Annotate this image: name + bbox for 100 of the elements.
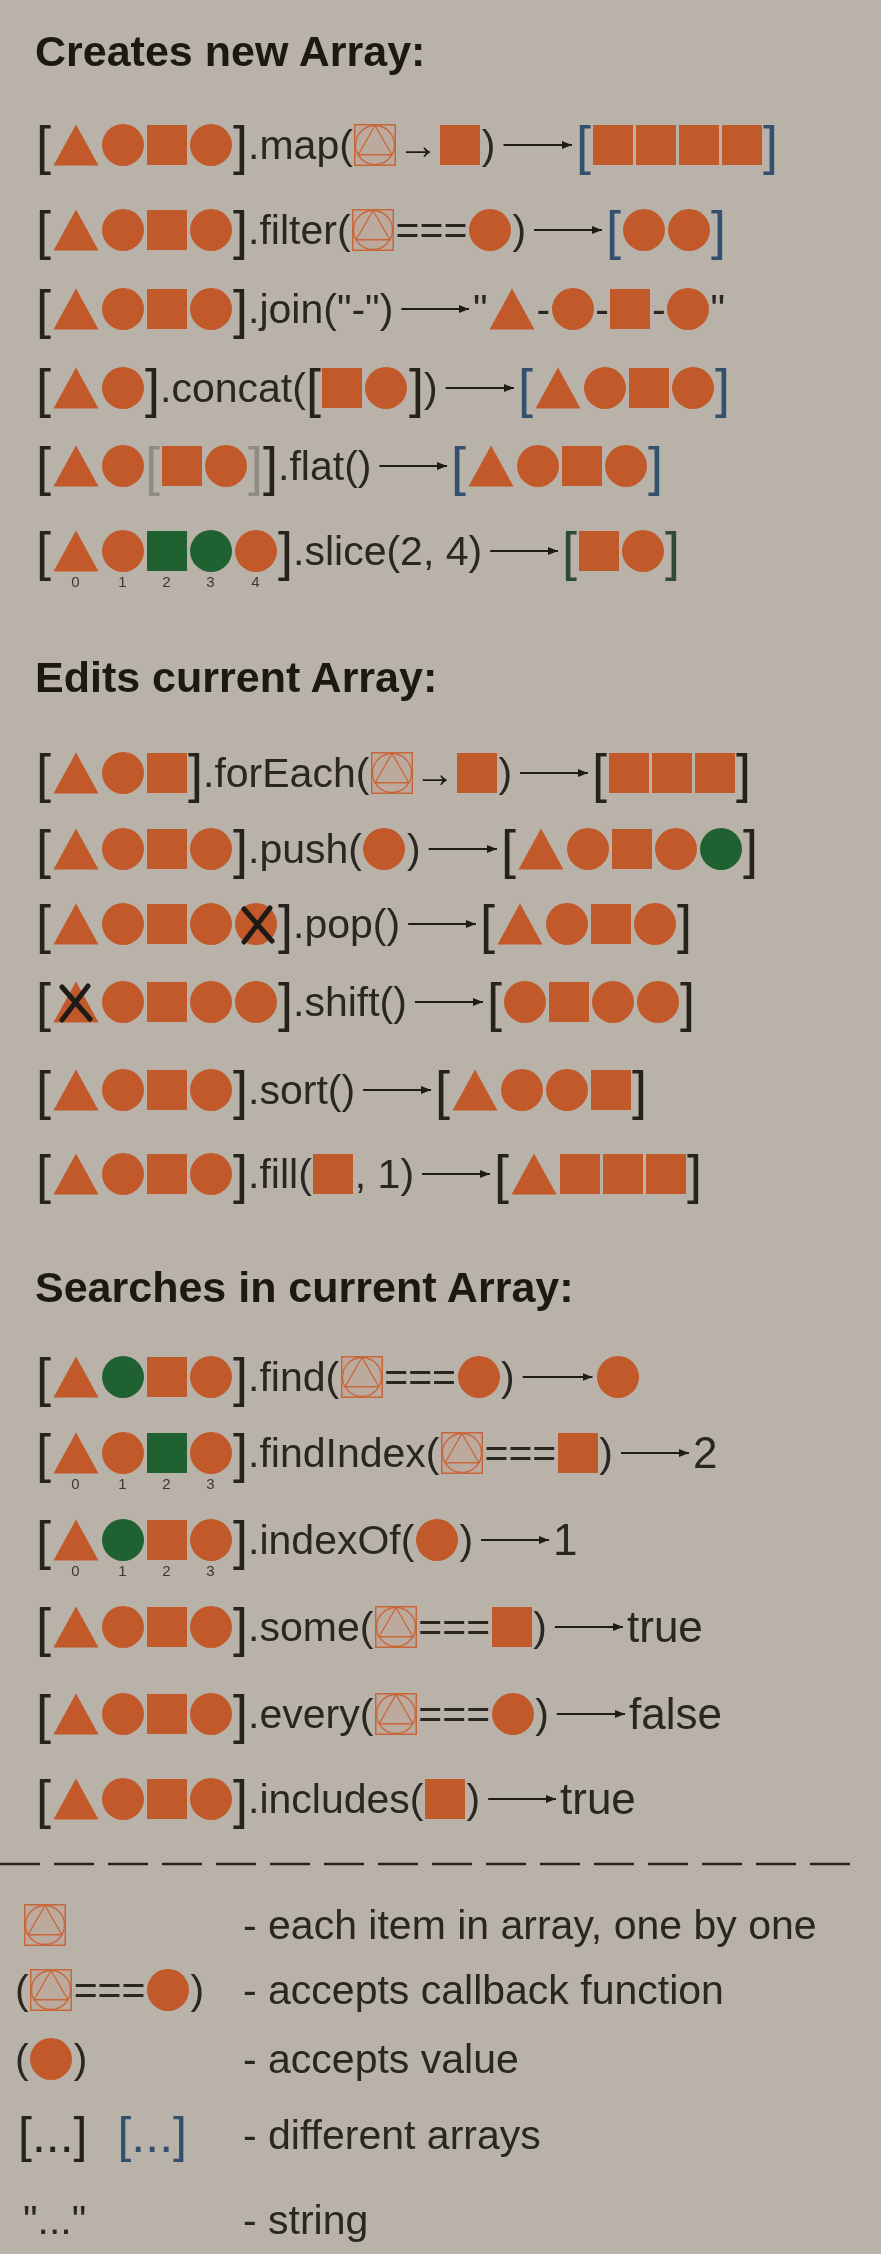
array-notation: [...] [117, 2107, 187, 2163]
parenthesis: ) [407, 825, 421, 873]
result-value: 1 [553, 1515, 578, 1565]
square-bracket: ] [188, 745, 204, 801]
index-number: 0 [71, 1475, 80, 1492]
legend-text: - different arrays [243, 2111, 541, 2159]
parenthesis: ) [599, 1429, 613, 1477]
index-number: 4 [251, 573, 260, 590]
parenthesis: ( [15, 2035, 29, 2083]
square-bracket: [ [36, 117, 51, 173]
square-bracket: [ [36, 1425, 51, 1481]
index-number: 2 [162, 1562, 171, 1579]
square-bracket: ] [233, 1349, 249, 1405]
equality-operator: === [395, 206, 468, 254]
arrow [480, 1536, 550, 1544]
index-number: 1 [118, 573, 127, 590]
square-bracket: [ [36, 1771, 51, 1827]
index-number: 2 [162, 1475, 171, 1492]
circle-icon [596, 1356, 639, 1398]
arrow [620, 1449, 690, 1457]
result-value: false [629, 1689, 722, 1739]
square-bracket: ] [233, 281, 249, 337]
parenthesis: ( [15, 1966, 29, 2014]
square-bracket: [ [36, 821, 51, 877]
square-bracket: ] [278, 523, 294, 579]
arrow [487, 1795, 557, 1803]
equality-operator: === [73, 1966, 146, 2014]
index-number: 1 [118, 1562, 127, 1579]
arrow-symbol: → [414, 749, 456, 797]
square-bracket: [ [451, 438, 466, 494]
square-bracket: ] [233, 1512, 249, 1568]
method-call: .sort() [248, 1066, 356, 1114]
square-bracket: [ [145, 438, 161, 494]
method-call: .push( [248, 825, 362, 873]
method-call: .pop() [293, 900, 401, 948]
square-bracket: [ [36, 438, 51, 494]
parenthesis: ) [498, 749, 513, 797]
equality-operator: === [384, 1353, 457, 1401]
arrow [444, 384, 515, 392]
square-bracket: ] [233, 821, 249, 877]
string-notation: "..." [23, 2196, 87, 2244]
method-call: .map( [248, 121, 353, 169]
method-call: .slice(2, 4) [293, 527, 483, 575]
square-bracket: [ [606, 202, 621, 258]
square-bracket: ] [263, 438, 279, 494]
method-call: .shift() [293, 978, 407, 1026]
method-call: .forEach( [203, 749, 370, 797]
arrow [400, 305, 470, 313]
square-bracket: [ [36, 281, 51, 337]
arrow [362, 1086, 432, 1094]
legend-text: - string [243, 2196, 369, 2244]
arrow [555, 1710, 626, 1718]
parenthesis: ) [512, 206, 527, 254]
method-call: .flat() [278, 442, 372, 490]
parenthesis: ) [190, 1966, 205, 2014]
result-value: true [627, 1602, 703, 1652]
arrow [427, 845, 498, 853]
arrow [413, 998, 484, 1006]
square-bracket: [ [36, 360, 51, 416]
equality-operator: === [418, 1603, 491, 1651]
arrow [553, 1623, 624, 1631]
legend-text: - accepts callback function [243, 1966, 724, 2014]
arrow [407, 920, 477, 928]
method-call: .some( [248, 1603, 374, 1651]
square-bracket: [ [518, 360, 533, 416]
square-bracket: [ [36, 1349, 51, 1405]
arrow [519, 769, 589, 777]
parenthesis: ) [423, 364, 438, 412]
arrow [489, 547, 559, 555]
square-bracket: ] [408, 360, 424, 416]
square-bracket: [ [36, 974, 51, 1030]
square-bracket: [ [36, 745, 51, 801]
result-value: true [560, 1774, 636, 1824]
square-bracket: [ [562, 523, 577, 579]
square-bracket: [ [36, 1062, 51, 1118]
arrow [502, 141, 573, 149]
index-number: 1 [118, 1475, 127, 1492]
square-bracket: ] [248, 438, 264, 494]
equality-operator: === [418, 1690, 491, 1738]
square-bracket: ] [680, 974, 696, 1030]
quote-mark: " [710, 285, 726, 333]
square-bracket: ] [743, 821, 759, 877]
arrow [521, 1373, 594, 1381]
legend-text: - accepts value [243, 2035, 519, 2083]
square-bracket: [ [305, 360, 321, 416]
square-bracket: [ [592, 745, 607, 801]
index-number: 0 [71, 573, 80, 590]
square-bracket: [ [480, 896, 495, 952]
dash-separator: - [595, 285, 609, 333]
square-bracket: ] [233, 1146, 249, 1202]
parenthesis: ) [466, 1775, 481, 1823]
square-bracket: [ [36, 523, 51, 579]
square-bracket: [ [494, 1146, 509, 1202]
square-bracket: ] [278, 974, 294, 1030]
square-bracket: ] [233, 117, 249, 173]
square-bracket: ] [736, 745, 752, 801]
square-bracket: ] [665, 523, 681, 579]
arrow-symbol: → [397, 121, 439, 169]
index-number: 3 [206, 1562, 215, 1579]
parenthesis: ) [533, 1603, 547, 1651]
